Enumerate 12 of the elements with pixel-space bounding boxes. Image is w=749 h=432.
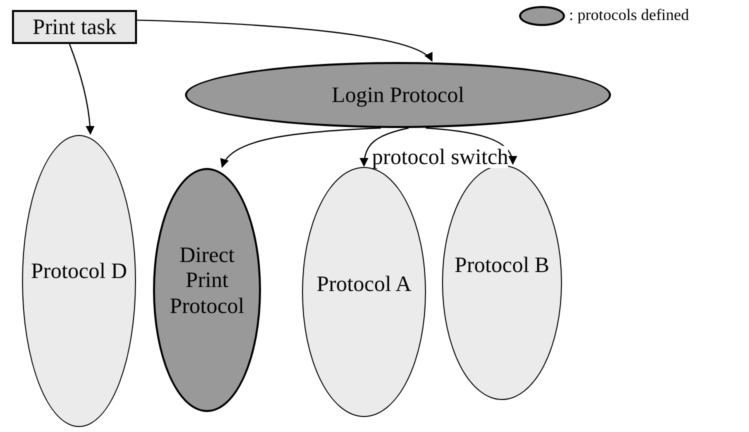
process-box: Print task <box>12 10 137 44</box>
protocol-ellipse: Direct Print Protocol <box>153 168 261 412</box>
protocol-ellipse: Login Protocol <box>185 62 611 128</box>
protocol-ellipse: Protocol B <box>442 165 562 400</box>
arrow <box>426 127 516 165</box>
arrow <box>222 127 381 168</box>
arrow <box>136 20 433 62</box>
legend-text: : protocols defined <box>569 7 689 25</box>
protocol-ellipse: Protocol D <box>22 135 136 427</box>
text-label: protocol switch <box>372 146 508 168</box>
arrow <box>68 44 94 135</box>
arrow <box>360 127 409 167</box>
